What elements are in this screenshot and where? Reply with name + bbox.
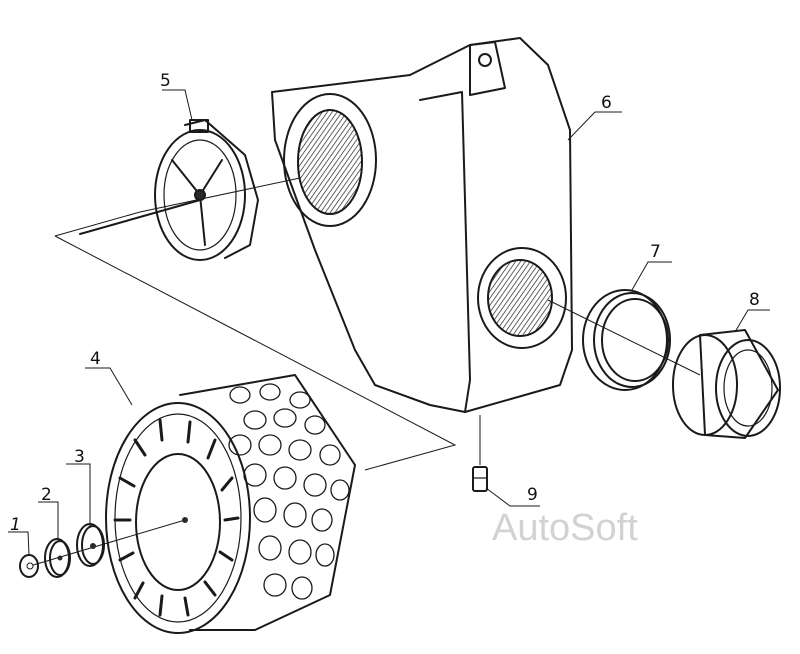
callout-labels: 1 2 3 4 5 6 7 8 9 xyxy=(10,71,760,535)
callout-9: 9 xyxy=(527,485,538,505)
filter-element-part-4 xyxy=(105,374,356,634)
callout-1: 1 xyxy=(10,515,21,535)
callout-8: 8 xyxy=(749,290,760,310)
callout-5: 5 xyxy=(160,71,171,91)
nut-part-1 xyxy=(19,554,39,578)
callout-7: 7 xyxy=(650,242,661,262)
filter-perforations xyxy=(228,383,350,600)
filter-end-slots xyxy=(113,418,240,617)
callout-leaders xyxy=(8,89,770,556)
pin-part-9 xyxy=(472,466,488,492)
cover-part-5 xyxy=(79,119,259,261)
callout-4: 4 xyxy=(90,349,101,369)
callout-6: 6 xyxy=(601,93,612,113)
assembly-axis-lines xyxy=(29,177,701,567)
washer-part-2 xyxy=(44,538,71,578)
callout-2: 2 xyxy=(41,485,52,505)
sleeve-part-8 xyxy=(672,329,781,439)
ring-part-7 xyxy=(582,289,671,391)
housing-part-6 xyxy=(271,37,573,413)
autosoft-watermark: AutoSoft xyxy=(492,507,638,549)
callout-3: 3 xyxy=(74,447,85,467)
